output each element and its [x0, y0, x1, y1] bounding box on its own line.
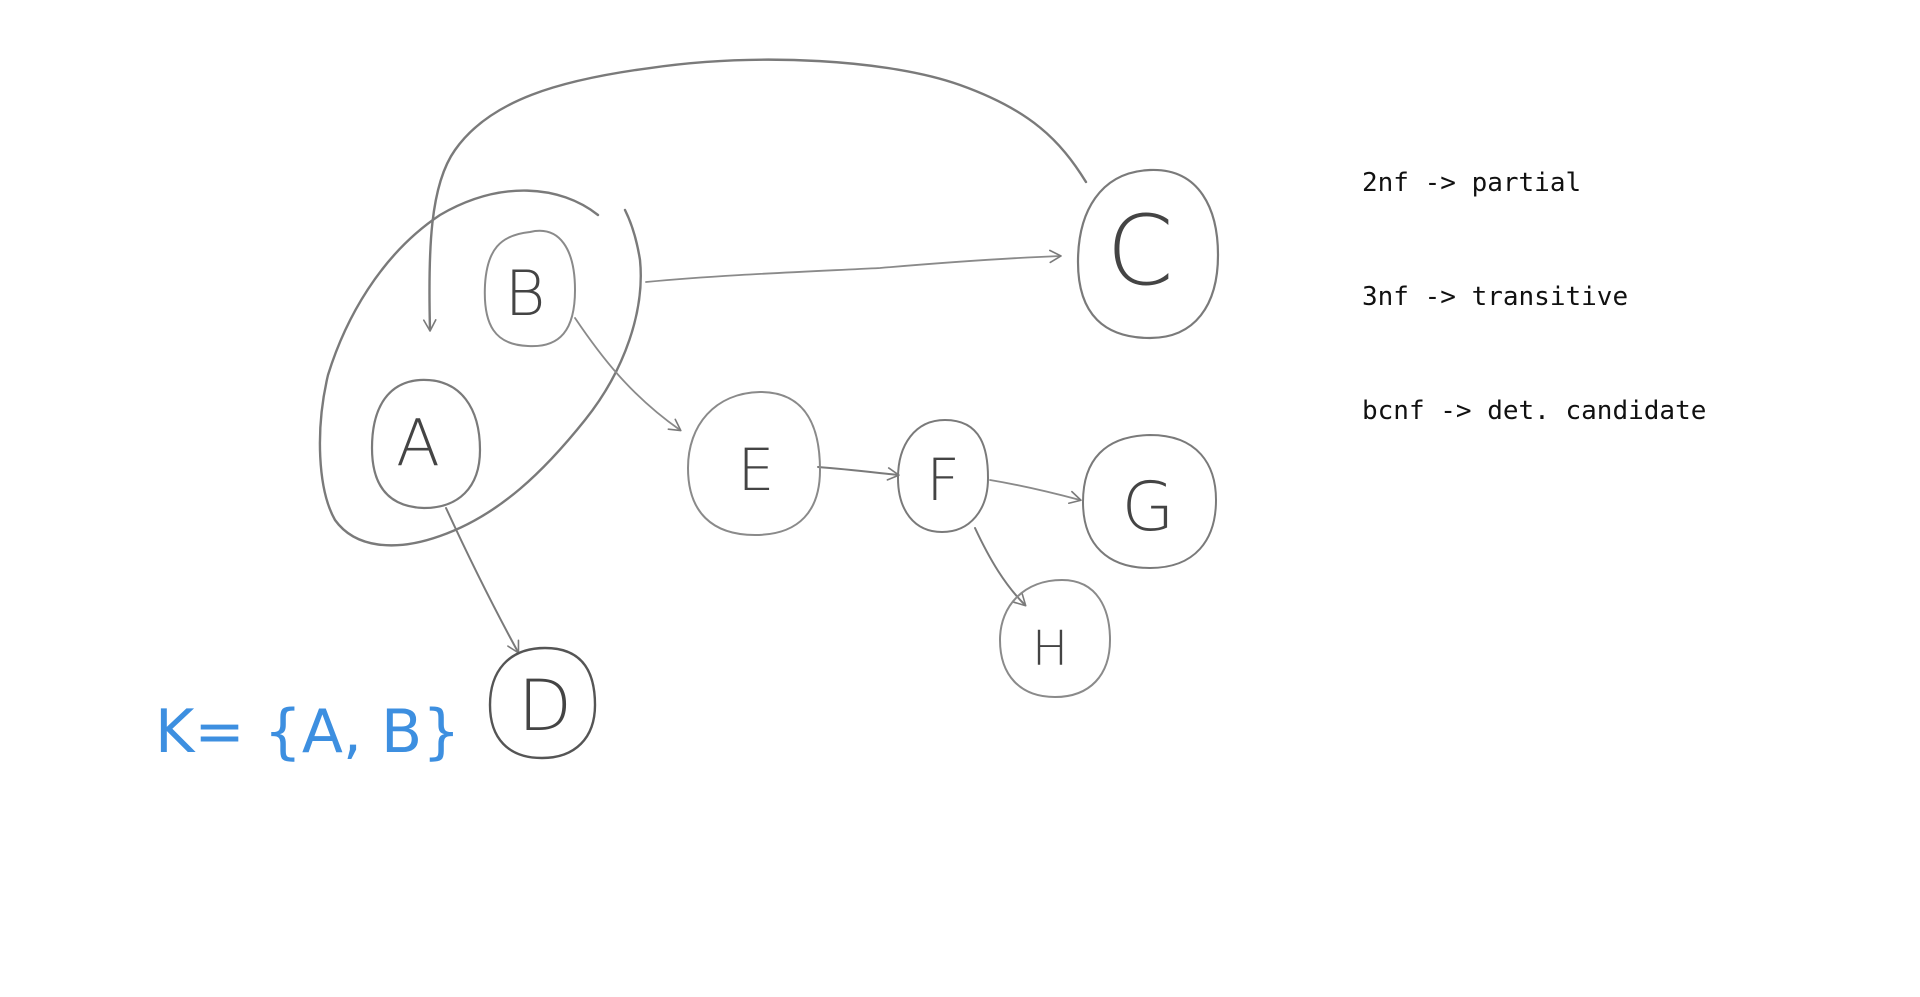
node-f[interactable]: F [896, 418, 990, 534]
node-h-label: H [1032, 621, 1068, 677]
edge-b-to-e [574, 317, 682, 432]
node-d[interactable]: D [488, 646, 597, 760]
node-e[interactable]: E [686, 390, 822, 537]
candidate-key-annotation: K= {A, B} [155, 697, 460, 767]
note-2nf: 2nf -> partial [1362, 168, 1582, 198]
node-c[interactable]: C [1076, 168, 1220, 340]
node-b-label: B [505, 257, 546, 330]
edge-c-to-a [422, 58, 1088, 332]
node-a-circle [370, 378, 482, 510]
node-g[interactable]: G [1081, 433, 1218, 570]
edge-ab-to-c [645, 249, 1062, 283]
node-a[interactable]: A [370, 378, 482, 510]
node-a-label: A [396, 407, 440, 481]
note-bcnf: bcnf -> det. candidate [1362, 396, 1707, 426]
node-f-label: F [926, 446, 959, 514]
edge-a-to-d [445, 507, 520, 654]
node-g-label: G [1122, 468, 1175, 547]
node-g-circle [1081, 433, 1218, 570]
node-d-circle [488, 646, 597, 760]
composite-key-outline [318, 189, 642, 547]
note-3nf: 3nf -> transitive [1362, 282, 1629, 312]
normal-forms-notes: 2nf -> partial 3nf -> transitive bcnf ->… [1362, 88, 1706, 506]
node-e-label: E [738, 436, 775, 504]
edge-f-to-g [989, 479, 1082, 505]
node-h[interactable]: H [998, 578, 1112, 699]
node-e-circle [686, 390, 822, 537]
node-c-circle [1076, 168, 1220, 340]
node-c-label: C [1106, 195, 1173, 307]
edge-f-to-h [974, 527, 1027, 607]
node-f-circle [896, 418, 990, 534]
edge-e-to-f [817, 466, 900, 481]
node-h-circle [998, 578, 1112, 699]
node-d-label: D [518, 665, 572, 747]
node-b-circle [483, 229, 577, 348]
node-b[interactable]: B [483, 229, 577, 348]
